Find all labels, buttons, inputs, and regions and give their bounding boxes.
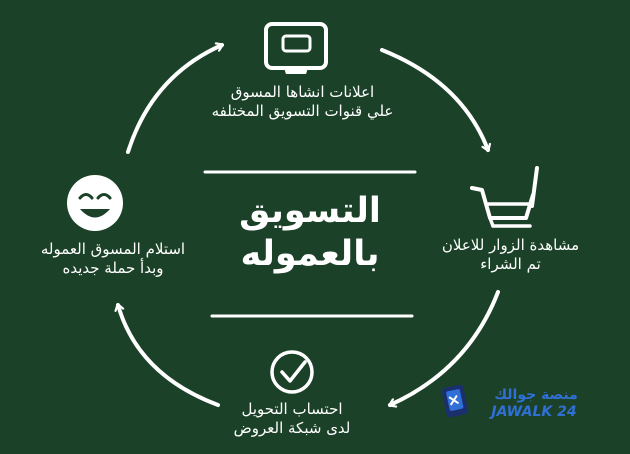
shopping-cart-icon	[470, 166, 539, 228]
monitor-icon	[264, 22, 328, 74]
step-visitors-label: مشاهدة الزوار للاعلان تم الشراء	[428, 236, 593, 274]
center-title-line1: التسويق	[239, 191, 381, 231]
step-visitors-line1: مشاهدة الزوار للاعلان	[441, 236, 580, 254]
step-visitors-line2: تم الشراء	[480, 255, 541, 273]
arrow-top-right	[380, 48, 488, 150]
arrow-top-left	[126, 45, 222, 154]
jawalk-logo: منصة جوالك JAWALK 24	[440, 382, 590, 422]
step-conversion-label: احتساب التحويل لدى شبكة العروض	[222, 400, 362, 438]
smiley-face-icon	[67, 175, 123, 231]
arrow-bottom-right	[390, 290, 500, 405]
center-title-line2: بالعموله	[240, 234, 380, 274]
jawalk-logo-mark: منصة جوالك JAWALK 24	[441, 384, 578, 420]
step-ads-line2: علي قنوات التسويق المختلفه	[211, 102, 394, 120]
step-ads-line1: اعلانات انشاها المسوق	[230, 83, 375, 101]
step-conversion-line1: احتساب التحويل	[241, 400, 343, 418]
svg-text:JAWALK 24: JAWALK 24	[488, 404, 576, 420]
arrow-bottom-left	[118, 305, 220, 407]
step-commission-label: استلام المسوق العموله وبدأ حملة جديده	[28, 240, 198, 278]
check-circle-icon	[270, 350, 314, 394]
svg-text:منصة جوالك: منصة جوالك	[494, 387, 578, 403]
step-commission-line1: استلام المسوق العموله	[40, 240, 186, 258]
step-conversion-line2: لدى شبكة العروض	[233, 419, 351, 437]
step-commission-line2: وبدأ حملة جديده	[62, 259, 164, 277]
step-ads-label: اعلانات انشاها المسوق علي قنوات التسويق …	[205, 83, 400, 121]
center-title: التسويق بالعموله	[205, 190, 415, 276]
